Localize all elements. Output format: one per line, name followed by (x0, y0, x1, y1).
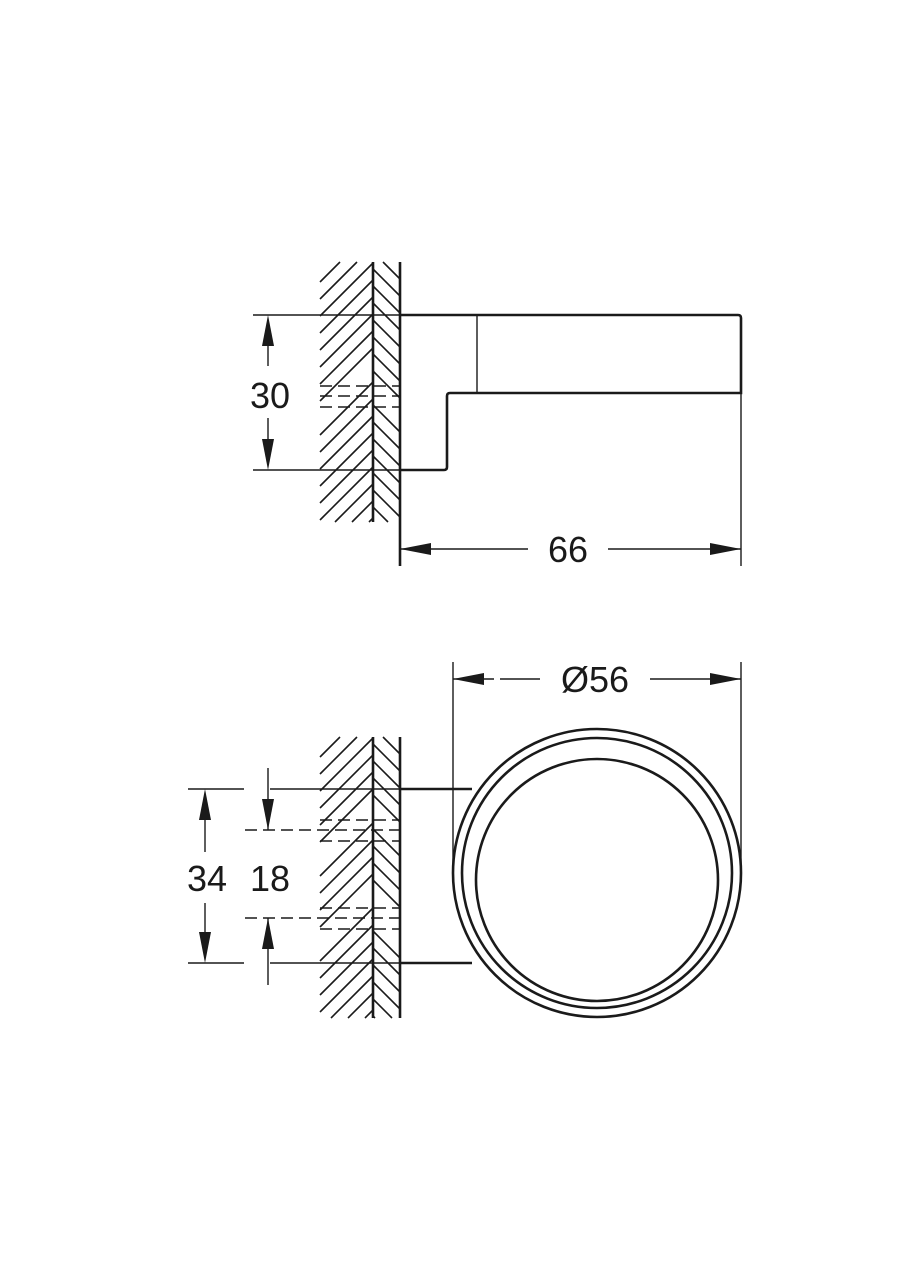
dimension-diameter-56: Ø56 (452, 659, 742, 873)
hatch-line (372, 777, 401, 806)
dimension-label-66: 66 (548, 529, 588, 570)
hatch-line (319, 330, 374, 385)
hatch-line (372, 794, 401, 823)
dimension-label-diameter: Ø56 (561, 659, 629, 700)
arrow-right (710, 543, 741, 555)
hatch-line (319, 958, 374, 1013)
hatch-line (319, 313, 374, 368)
arrow-left (400, 543, 431, 555)
hatch-line (372, 353, 401, 382)
holder-profile (400, 313, 743, 472)
hatch-line (372, 845, 401, 874)
dimension-34: 34 (187, 788, 400, 964)
hatch-line (319, 754, 374, 809)
mount-holes-bottom (245, 819, 400, 930)
front-view: Ø56 34 18 (187, 659, 743, 1019)
hatch-line (372, 472, 401, 501)
dimension-label-30: 30 (250, 375, 290, 416)
hatch-line (319, 924, 374, 979)
hatch-line (319, 771, 374, 826)
dimension-30: 30 (250, 314, 400, 471)
arrow-right (710, 673, 741, 685)
ring-outer (451, 727, 743, 1019)
hatch-line (372, 336, 401, 365)
hatch-line (382, 736, 401, 755)
arrow-up (199, 789, 211, 820)
hatch-line (334, 483, 374, 523)
arrow-down (199, 932, 211, 963)
hatch-line (319, 907, 374, 962)
hatch-line (372, 302, 401, 331)
hatch-line (319, 873, 374, 928)
hatch-line (319, 788, 374, 843)
hatch-line (372, 743, 401, 772)
hatch-line (372, 862, 401, 891)
dimension-66: 66 (400, 393, 742, 570)
hatch-line (319, 279, 374, 334)
hatch-line (319, 736, 358, 775)
hatch-line (319, 262, 374, 317)
hatch-line (372, 760, 401, 789)
hatch-line (372, 319, 401, 348)
dimension-label-34: 34 (187, 858, 227, 899)
hatch-line (319, 737, 374, 792)
hatch-line (372, 438, 401, 467)
hatch-line (319, 381, 374, 436)
hatch-line (372, 404, 401, 433)
wall-hatch-bottom (319, 736, 401, 1019)
hatch-line (372, 998, 393, 1019)
hatch-line (319, 398, 374, 453)
hatch-line (372, 828, 401, 857)
hatch-line (372, 981, 401, 1010)
hatch-line (372, 506, 389, 523)
hatch-line (372, 370, 401, 399)
hatch-line (372, 268, 401, 297)
ring-middle (460, 736, 734, 1010)
hatch-line (351, 500, 374, 523)
arrow-left (453, 673, 484, 685)
hatch-line (319, 261, 358, 300)
hatch-line (319, 736, 341, 758)
dimension-label-18: 18 (250, 858, 290, 899)
hatch-line (319, 856, 374, 911)
hatch-line (319, 822, 374, 877)
hatch-line (319, 261, 341, 283)
dimension-18: 18 (250, 768, 290, 985)
wall-hatch-top (319, 261, 401, 523)
mount-hole-top (320, 385, 400, 408)
hatch-line (372, 421, 401, 450)
hatch-line (319, 449, 374, 504)
side-view: 30 66 (250, 261, 743, 570)
hatch-line (319, 347, 374, 402)
hatch-line (347, 992, 374, 1019)
arrow-up (262, 918, 274, 949)
arrow-down (262, 439, 274, 470)
hatch-line (372, 930, 401, 959)
hatch-line (372, 964, 401, 993)
hatch-line (319, 296, 374, 351)
ring-inner (474, 757, 720, 1003)
hatch-line (372, 879, 401, 908)
hatch-line (364, 1009, 374, 1019)
hatch-line (319, 941, 374, 996)
hatch-line (382, 261, 401, 280)
arrow-down (262, 799, 274, 830)
hatch-line (372, 947, 401, 976)
hatch-line (319, 466, 374, 521)
hatch-line (319, 432, 374, 487)
arrow-up (262, 315, 274, 346)
hatch-line (372, 285, 401, 314)
hatch-line (330, 975, 374, 1019)
hatch-line (372, 489, 401, 518)
hatch-line (319, 839, 374, 894)
hatch-line (319, 415, 374, 470)
